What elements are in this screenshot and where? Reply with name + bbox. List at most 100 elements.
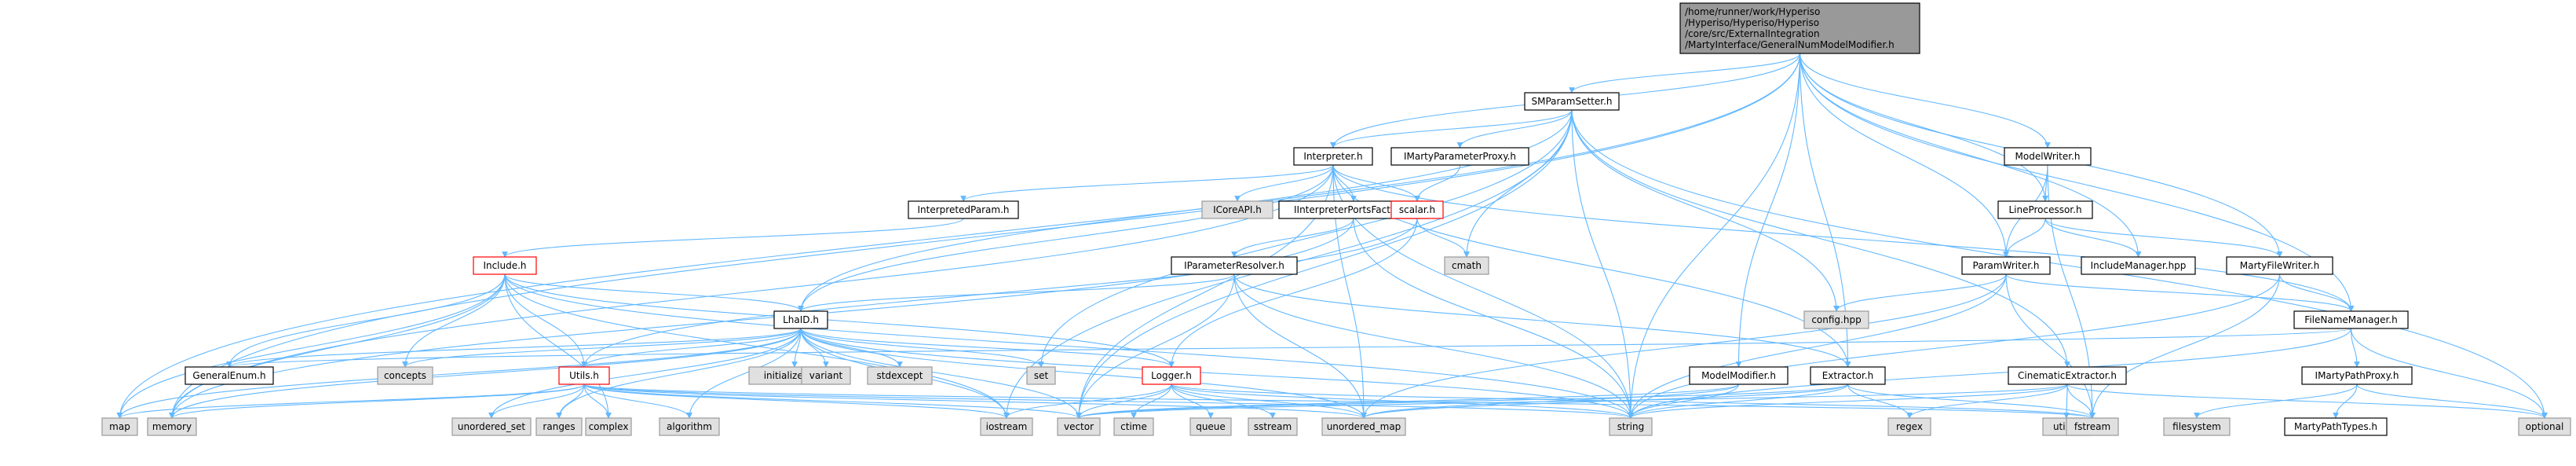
node-imartypathproxy[interactable]: IMartyPathProxy.h	[2301, 366, 2413, 385]
node-label: optional	[2526, 421, 2564, 432]
node-box	[1113, 417, 1154, 436]
edge-lhaid-to-concepts	[402, 328, 802, 368]
node-martypathtypes[interactable]: MartyPathTypes.h	[2284, 417, 2388, 436]
edge-smparamsetter-to-vector	[1076, 109, 1573, 419]
node-martyfilewriter[interactable]: MartyFileWriter.h	[2226, 256, 2333, 275]
edge-scalar-to-utils	[581, 218, 1418, 368]
node-box	[1609, 417, 1653, 436]
edge-utils-to-unordered_map	[583, 383, 1367, 419]
node-label: ctime	[1120, 421, 1147, 432]
node-label: IncludeManager.hpp	[2091, 260, 2187, 271]
node-label: ranges	[543, 421, 575, 432]
root-label-line-1: /home/runner/work/Hyperiso	[1685, 6, 1820, 17]
node-label: config.hpp	[1811, 314, 1861, 325]
node-filenamemanager[interactable]: FileNameManager.h	[2293, 310, 2409, 329]
root-label-line-4: /MartyInterface/GeneralNumModelModifier.…	[1685, 39, 1895, 50]
node-queue: queue	[1189, 417, 1232, 436]
node-box	[2163, 417, 2231, 436]
node-generalenum[interactable]: GeneralEnum.h	[185, 366, 274, 385]
edge-smparamsetter-to-set	[1038, 109, 1573, 368]
edge-include-to-map	[116, 273, 506, 419]
node-box	[377, 366, 433, 385]
node-lhaid[interactable]: LhaID.h	[773, 310, 828, 329]
node-variant: variant	[801, 366, 851, 385]
edge-iparameterresolver-to-lhaid	[798, 273, 1235, 312]
edge-include-to-concepts	[402, 273, 506, 368]
node-box	[1444, 256, 1489, 275]
node-box	[1171, 256, 1298, 275]
node-cinematicextractor[interactable]: CinematicExtractor.h	[2008, 366, 2127, 385]
edge-logger-to-iostream	[1003, 383, 1172, 419]
edge-extractor-to-fstream	[1847, 383, 2096, 419]
edge-paramwriter-to-filenamemanager	[2005, 273, 2355, 312]
node-modelmodifier[interactable]: ModelModifier.h	[1689, 366, 1789, 385]
node-label: sstream	[1254, 421, 1292, 432]
node-interpreter[interactable]: Interpreter.h	[1293, 147, 1373, 166]
edge-utils-to-unordered_set	[488, 383, 585, 419]
edge-smparamsetter-to-optional	[1571, 109, 2548, 419]
edge-logger-to-string	[1171, 383, 1634, 419]
node-box	[1803, 310, 1869, 329]
edge-scalar-to-cmath	[1416, 218, 1470, 258]
node-regex: regex	[1887, 417, 1931, 436]
node-logger[interactable]: Logger.h	[1142, 366, 1201, 385]
node-label: cmath	[1452, 260, 1482, 271]
node-box	[185, 366, 274, 385]
node-label: map	[109, 421, 130, 432]
node-box	[1293, 147, 1373, 166]
edge-cinematicextractor-to-regex	[1906, 383, 2068, 419]
node-box	[473, 256, 537, 275]
node-map: map	[101, 417, 138, 436]
node-label: Include.h	[483, 260, 526, 271]
node-scalar[interactable]: scalar.h	[1390, 200, 1444, 219]
edge-paramwriter-to-string	[1628, 273, 2007, 419]
edge-utils-to-vector	[583, 383, 1082, 419]
edge-lhaid-to-map	[116, 328, 802, 419]
node-box	[147, 417, 197, 436]
node-extractor[interactable]: Extractor.h	[1810, 366, 1886, 385]
node-smparamsetter[interactable]: SMParamSetter.h	[1524, 92, 1620, 111]
node-label: queue	[1196, 421, 1226, 432]
node-modelwriter[interactable]: ModelWriter.h	[2004, 147, 2092, 166]
node-icoreapi: ICoreAPI.h	[1201, 200, 1273, 219]
node-label: IMartyParameterProxy.h	[1404, 151, 1516, 162]
node-box	[980, 417, 1033, 436]
node-label: Extractor.h	[1822, 370, 1874, 381]
edge-extractor-to-unordered_map	[1361, 383, 1849, 419]
node-box	[1390, 147, 1529, 166]
node-imartyparameterproxy[interactable]: IMartyParameterProxy.h	[1390, 147, 1529, 166]
node-label: Interpreter.h	[1303, 151, 1362, 162]
node-interpretedparam[interactable]: InterpretedParam.h	[908, 200, 1019, 219]
edge-root-to-lineprocessor	[1799, 53, 2048, 202]
edge-paramwriter-to-confighpp	[1833, 273, 2007, 312]
edge-lineprocessor-to-paramwriter	[2003, 218, 2046, 258]
edge-iparameterresolver-to-extractor	[1233, 273, 1851, 368]
edge-interpreter-to-scalar	[1332, 164, 1420, 202]
edge-filenamemanager-to-generalenum	[226, 328, 2352, 368]
node-lineprocessor[interactable]: LineProcessor.h	[1997, 200, 2093, 219]
node-include[interactable]: Include.h	[473, 256, 537, 275]
edge-martyfilewriter-to-fstream	[2089, 273, 2281, 419]
node-fstream: fstream	[2066, 417, 2119, 436]
edge-root-to-map	[116, 53, 1801, 419]
node-utils[interactable]: Utils.h	[558, 366, 610, 385]
node-label: filesystem	[2172, 421, 2221, 432]
node-paramwriter[interactable]: ParamWriter.h	[1961, 256, 2051, 275]
edge-imartyparameterproxy-to-scalar	[1414, 164, 1461, 202]
edge-iinterpreterportsfactory-to-memory	[169, 218, 1354, 419]
edge-utils-to-algorithm	[583, 383, 692, 419]
node-memory: memory	[147, 417, 197, 436]
root-file-node[interactable]: /home/runner/work/Hyperiso/Hyperiso/Hype…	[1679, 2, 1920, 54]
edge-scalar-to-logger	[1168, 218, 1418, 368]
edge-utils-to-memory	[169, 383, 585, 419]
node-includemanager[interactable]: IncludeManager.hpp	[2081, 256, 2196, 275]
node-box	[1321, 417, 1406, 436]
edge-logger-to-fstream	[1171, 383, 2096, 419]
node-iparameterresolver[interactable]: IParameterResolver.h	[1171, 256, 1298, 275]
edge-cinematicextractor-to-string	[1628, 383, 2068, 419]
node-box	[1810, 366, 1886, 385]
edge-martyfilewriter-to-string	[1628, 273, 2281, 419]
node-label: memory	[152, 421, 192, 432]
root-label-line-3: /core/src/ExternalIntegration	[1685, 28, 1820, 39]
